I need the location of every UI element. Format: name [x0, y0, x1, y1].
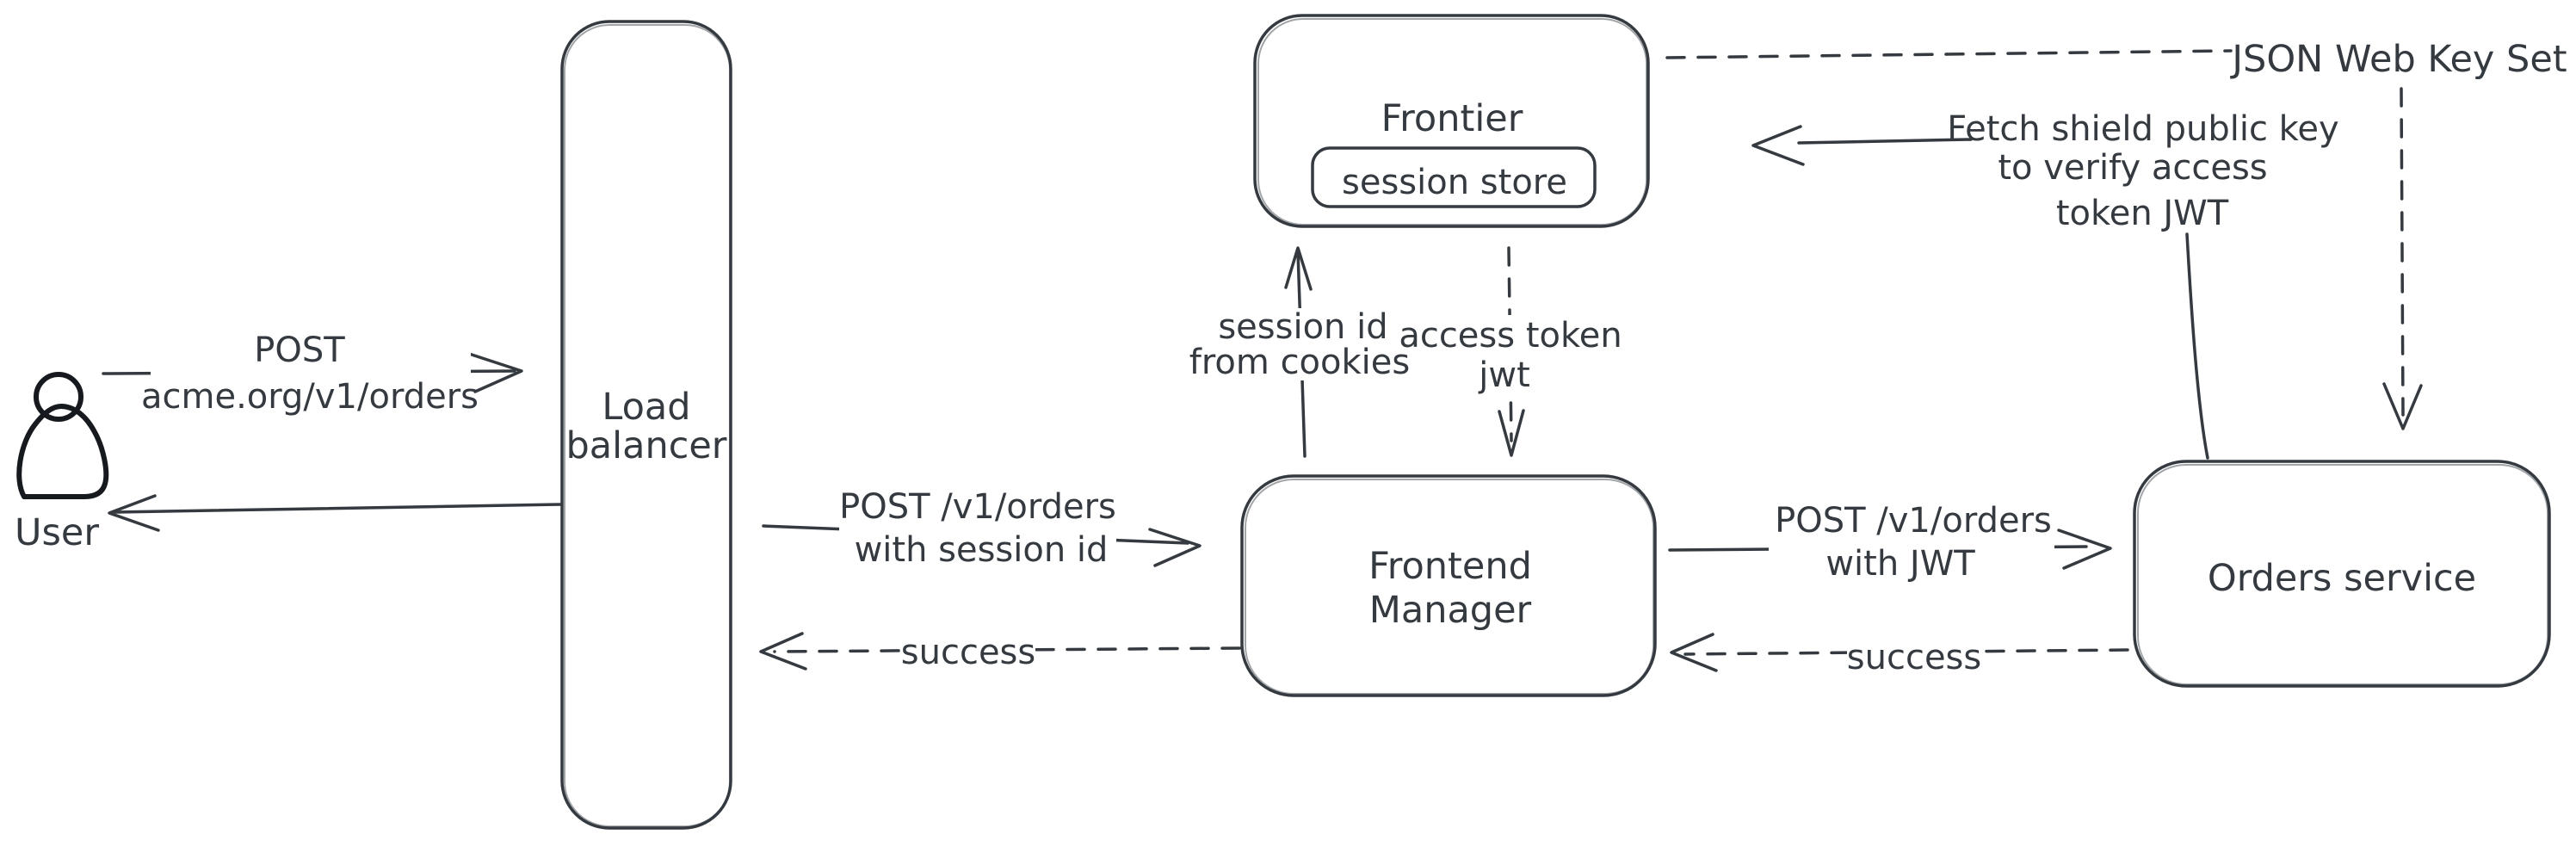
arrowhead-right-icon: [1148, 528, 1202, 567]
edge-label-line2: acme.org/v1/orders: [141, 377, 479, 417]
load-balancer-label-line2: balancer: [566, 424, 727, 467]
edge-jwks-to-orders-service[interactable]: [2382, 87, 2423, 430]
edge-label-line1: POST /v1/orders: [839, 487, 1116, 527]
edge-label-line1: Fetch shield public key: [1947, 109, 2338, 149]
arrow-line: [1797, 138, 1973, 145]
frontend-manager-label-line2: Manager: [1369, 589, 1532, 632]
dashed-line: [2400, 87, 2405, 417]
edge-user-to-load-balancer[interactable]: POST acme.org/v1/orders: [102, 330, 523, 417]
edge-label-line2: with session id: [855, 530, 1109, 570]
label-backdrop: [902, 628, 1035, 671]
label-backdrop: [1414, 315, 1608, 394]
frontend-manager-label-line1: Frontend: [1368, 545, 1532, 588]
edge-orders-service-to-frontier[interactable]: Fetch shield public key to verify access…: [1751, 109, 2339, 460]
user-icon-body: [16, 404, 109, 499]
edge-orders-service-to-frontend-manager-success[interactable]: success: [1670, 633, 2129, 678]
load-balancer-node[interactable]: Load balancer: [560, 20, 732, 830]
dashed-line: [1665, 49, 2233, 59]
arrowhead-left-icon: [108, 494, 160, 532]
load-balancer-label-line1: Load: [602, 386, 690, 429]
frontier-label: Frontier: [1381, 97, 1523, 140]
arrowhead-left-icon: [1751, 125, 1805, 166]
edge-label-line1: POST /v1/orders: [1775, 501, 2052, 541]
edge-label-line2: jwt: [1478, 355, 1530, 395]
user-icon: [34, 372, 83, 422]
session-store-label: session store: [1342, 163, 1567, 202]
edge-load-balancer-to-user[interactable]: [108, 494, 563, 532]
edge-frontend-manager-to-orders-service[interactable]: POST /v1/orders with JWT: [1668, 492, 2112, 585]
label-backdrop: [839, 485, 1116, 570]
frontier-node[interactable]: Frontier session store: [1253, 14, 1650, 228]
arrowhead-right-icon: [2057, 529, 2112, 570]
orders-service-label: Orders service: [2208, 557, 2476, 600]
sketch-stroke: [564, 24, 731, 827]
sketch-stroke: [2137, 464, 2548, 685]
edge-label-line1: access token: [1399, 316, 1622, 355]
json-web-key-set-label: JSON Web Key Set: [2229, 38, 2567, 81]
arrowhead-down-icon: [2382, 382, 2423, 430]
arrowhead-down-icon: [1498, 409, 1525, 457]
label-backdrop: [1769, 492, 2054, 585]
arrowhead-left-icon: [759, 632, 807, 671]
label-backdrop: [1847, 634, 1983, 678]
edge-label-line2: to verify access: [1998, 148, 2267, 188]
edge-frontier-to-frontend-manager[interactable]: access token jwt: [1399, 246, 1622, 457]
label-backdrop: [1205, 308, 1390, 380]
edge-label-line3: token JWT: [2056, 194, 2229, 233]
arrowhead-left-icon: [1670, 633, 1718, 672]
edge-label-line2: with JWT: [1825, 544, 1975, 584]
edge-frontend-manager-to-frontier[interactable]: session id from cookies: [1189, 246, 1410, 458]
orders-service-node[interactable]: Orders service: [2133, 460, 2551, 688]
user-node[interactable]: User: [15, 372, 109, 554]
edge-frontier-to-jwks[interactable]: [1665, 49, 2233, 59]
label-backdrop: [151, 330, 471, 417]
arrowhead-right-icon: [467, 352, 523, 393]
edge-label-line1: session id: [1218, 307, 1387, 347]
edge-label-line1: POST: [254, 331, 345, 370]
arrow-line-curve: [2185, 232, 2209, 460]
user-label: User: [15, 511, 99, 554]
arrow-line: [114, 503, 563, 514]
edge-frontend-manager-to-load-balancer-success[interactable]: success: [759, 628, 1241, 672]
edge-label: success: [901, 633, 1035, 672]
session-store-node[interactable]: session store: [1311, 146, 1597, 208]
sketch-stroke: [1257, 18, 1647, 226]
edge-label: success: [1847, 638, 1981, 677]
sketch-stroke: [1245, 479, 1654, 695]
frontend-manager-node[interactable]: Frontend Manager: [1240, 474, 1657, 697]
edge-load-balancer-to-frontend-manager[interactable]: POST /v1/orders with session id: [762, 485, 1202, 570]
arrowhead-up-icon: [1284, 246, 1313, 291]
edge-label-line2: from cookies: [1189, 343, 1410, 382]
